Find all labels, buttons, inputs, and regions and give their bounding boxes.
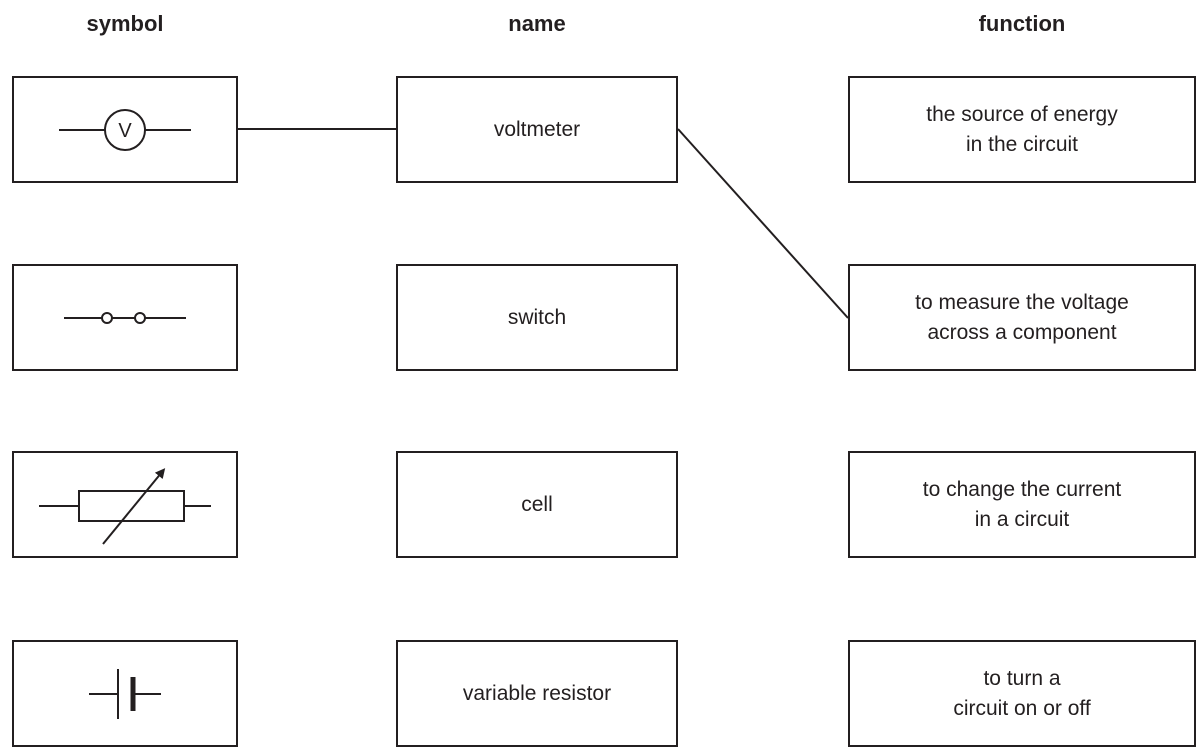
cell-symbol-icon [89, 668, 161, 719]
name-label: voltmeter [493, 117, 581, 141]
voltmeter-symbol-letter: V [118, 120, 132, 142]
symbol-box-1[interactable]: V [12, 76, 238, 183]
function-label: to change the current in a circuit [922, 477, 1122, 531]
symbol-column-header: symbol [86, 11, 164, 36]
link-voltmeter-name-to-measure-voltage [677, 128, 849, 319]
function-column-header: function [978, 11, 1066, 36]
function-box-3[interactable]: to change the current in a circuit [848, 451, 1196, 558]
name-box-cell[interactable]: cell [396, 451, 678, 558]
function-box-4[interactable]: to turn a circuit on or off [848, 640, 1196, 747]
function-label: to turn a circuit on or off [953, 666, 1091, 720]
name-label: switch [507, 305, 567, 329]
symbol-box-4[interactable] [12, 640, 238, 747]
function-label: the source of energy in the circuit [926, 102, 1118, 156]
variable-resistor-symbol-icon [39, 467, 211, 545]
name-label: cell [521, 492, 553, 516]
name-box-switch[interactable]: switch [396, 264, 678, 371]
name-box-voltmeter[interactable]: voltmeter [396, 76, 678, 183]
name-label: variable resistor [462, 681, 612, 705]
symbol-box-3[interactable] [12, 451, 238, 558]
voltmeter-symbol-icon: V [59, 108, 191, 151]
function-box-1[interactable]: the source of energy in the circuit [848, 76, 1196, 183]
name-box-variable-resistor[interactable]: variable resistor [396, 640, 678, 747]
name-column-header: name [508, 11, 566, 36]
switch-symbol-icon [64, 311, 186, 324]
function-label: to measure the voltage across a componen… [915, 290, 1129, 344]
symbol-box-2[interactable] [12, 264, 238, 371]
function-box-2[interactable]: to measure the voltage across a componen… [848, 264, 1196, 371]
